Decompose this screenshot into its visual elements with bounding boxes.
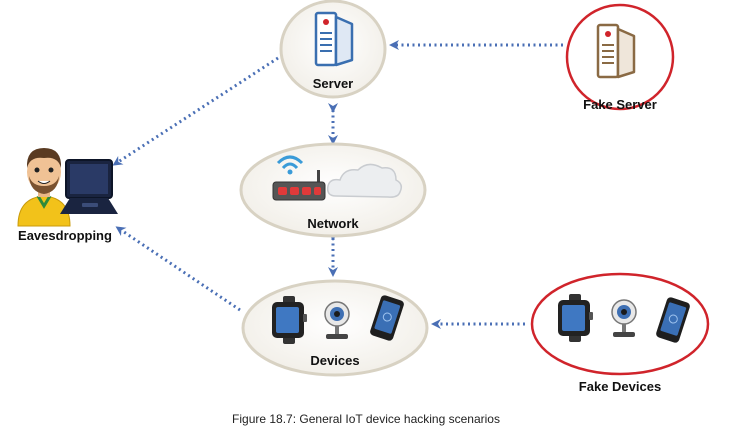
wifi-router-icon bbox=[272, 155, 326, 201]
smartwatch-icon bbox=[272, 296, 307, 344]
server-label: Server bbox=[313, 76, 353, 91]
fake-server-node: Fake Server bbox=[565, 3, 675, 112]
server-node: Server bbox=[279, 0, 387, 99]
smartphone-icon bbox=[370, 295, 404, 341]
eavesdropping-label: Eavesdropping bbox=[18, 228, 112, 243]
person-icon bbox=[17, 148, 71, 227]
fake-server-icon bbox=[596, 23, 636, 79]
figure-caption: Figure 18.7: General IoT device hacking … bbox=[232, 412, 500, 426]
laptop-icon bbox=[60, 159, 118, 214]
arrow-server-to-eavesdropper bbox=[112, 56, 279, 166]
fake-webcam-icon bbox=[611, 299, 637, 337]
fake-devices-node: Fake Devices bbox=[530, 272, 710, 394]
fake-smartphone-icon bbox=[656, 297, 690, 343]
cloud-icon bbox=[326, 163, 403, 198]
fake-server-label: Fake Server bbox=[583, 97, 657, 112]
connectors bbox=[112, 40, 563, 329]
webcam-icon bbox=[324, 301, 350, 339]
arrow-devices-to-eavesdropper bbox=[115, 226, 241, 312]
network-label: Network bbox=[307, 216, 359, 231]
devices-node: Devices bbox=[241, 279, 429, 377]
fake-devices-label: Fake Devices bbox=[579, 379, 661, 394]
network-node: Network bbox=[239, 142, 427, 238]
devices-label: Devices bbox=[310, 353, 359, 368]
fake-smartwatch-icon bbox=[558, 294, 593, 342]
server-icon bbox=[314, 11, 354, 67]
eavesdropper: Eavesdropping bbox=[17, 148, 118, 243]
